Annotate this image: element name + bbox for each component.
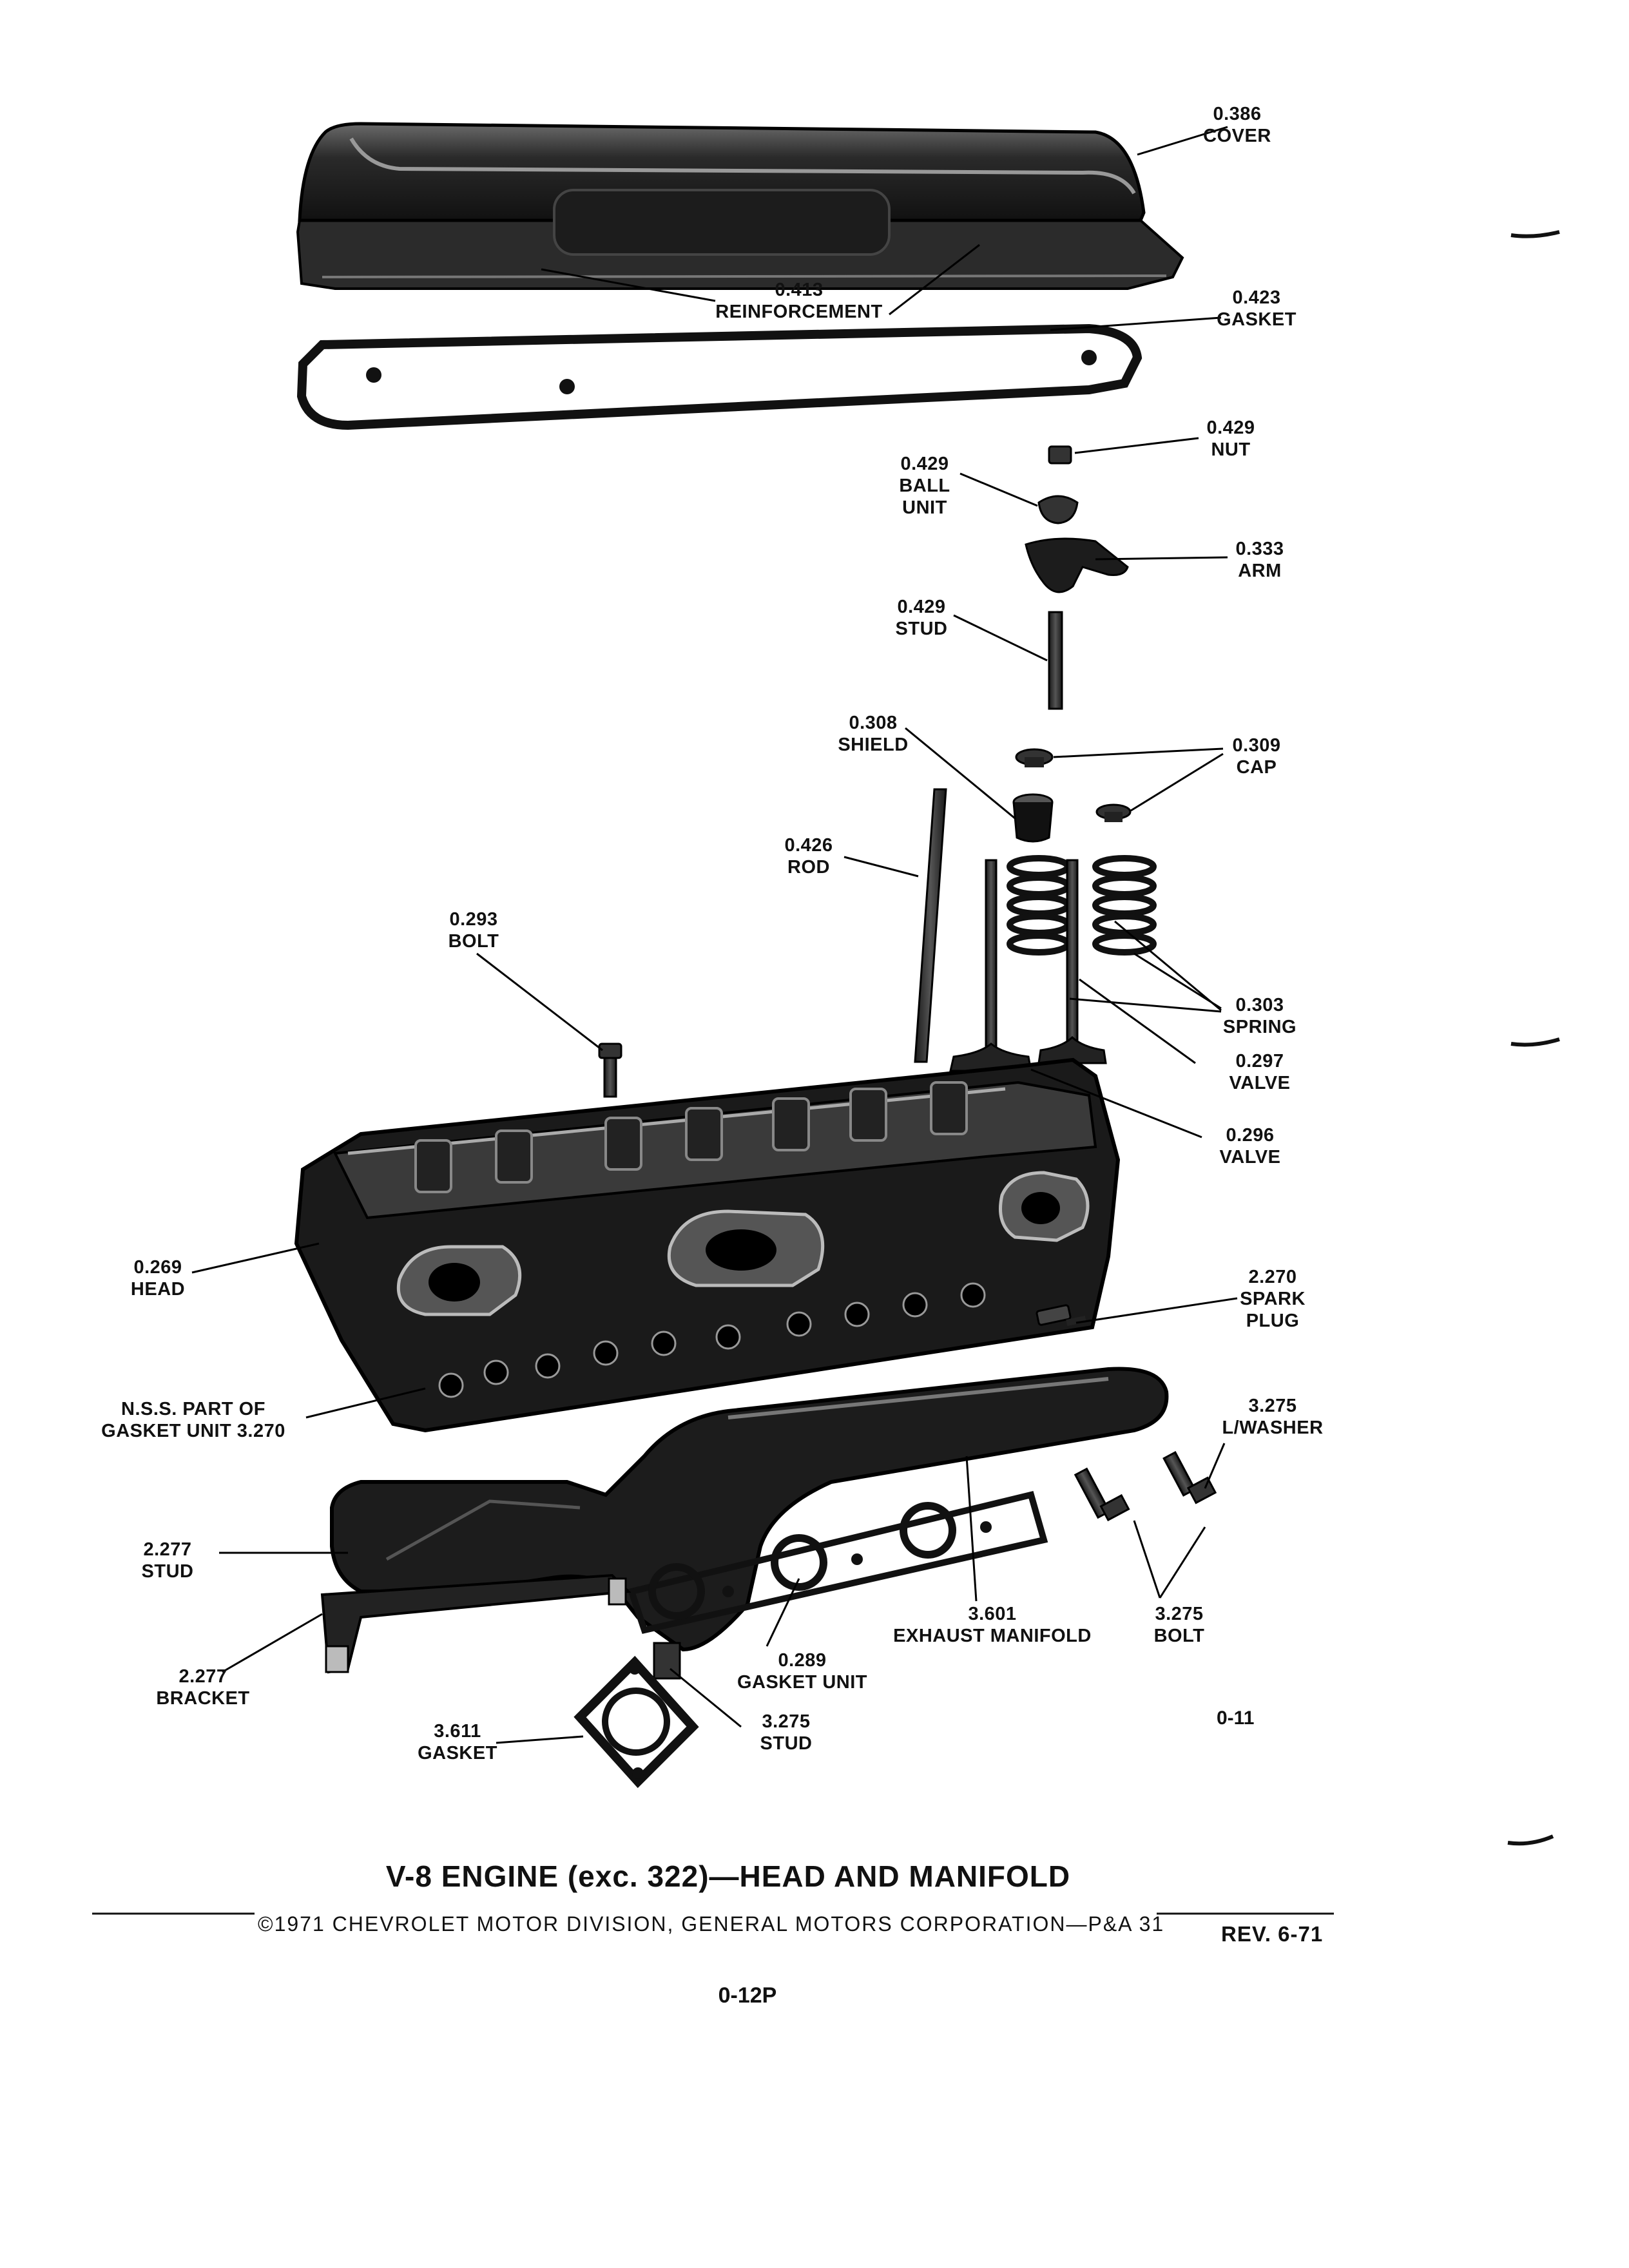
valve-spring-2 — [1092, 855, 1157, 956]
pushrod — [914, 788, 947, 1063]
head-bolt — [598, 1043, 622, 1098]
copyright-line: ©1971 CHEVROLET MOTOR DIVISION, GENERAL … — [258, 1912, 1165, 1936]
pivot-ball — [1037, 495, 1079, 524]
figure-code: 0-11 — [1217, 1707, 1255, 1729]
cover-gasket — [296, 323, 1142, 430]
page-edge-marks — [1507, 230, 1560, 1846]
cylinder-head — [294, 1057, 1121, 1433]
leader-lines — [191, 126, 1238, 1744]
flange-gasket — [574, 1655, 699, 1789]
valve-2 — [1037, 859, 1107, 1064]
manifold-bolt — [1074, 1467, 1130, 1522]
manifold-bracket — [320, 1573, 631, 1674]
page-number: 0-12P — [718, 1983, 777, 2008]
rocker-arm — [1025, 537, 1129, 593]
revision-label: REV. 6-71 — [1221, 1922, 1324, 1946]
rocker-cover — [296, 122, 1184, 290]
manifold-gasket — [627, 1491, 1048, 1634]
page-title: V-8 ENGINE (exc. 322)—HEAD AND MANIFOLD — [385, 1860, 1071, 1893]
rocker-stud — [1048, 611, 1063, 710]
spring-cap-2 — [1095, 803, 1132, 822]
spring-cap-1 — [1015, 748, 1054, 767]
valve-spring-1 — [1007, 855, 1071, 956]
lock-washer-bolt — [1162, 1451, 1217, 1504]
rocker-nut — [1048, 445, 1072, 465]
oil-shield — [1012, 793, 1054, 843]
valve-1 — [949, 859, 1032, 1072]
spark-plug — [1036, 1304, 1086, 1327]
